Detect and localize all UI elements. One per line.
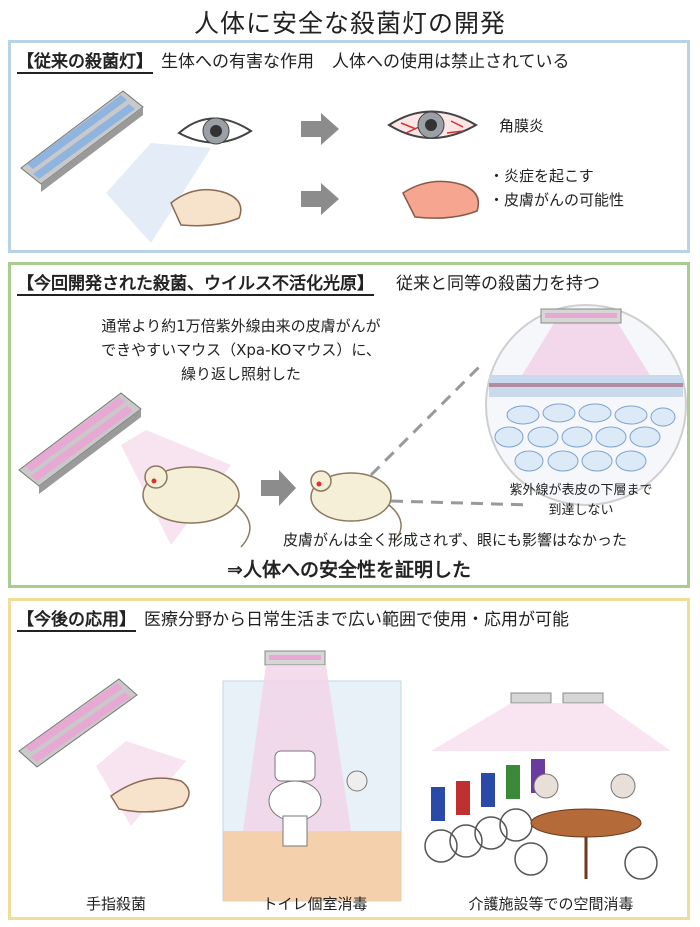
conclusion-text: ⇒人体への安全性を証明した bbox=[227, 559, 471, 581]
care-facility-icon bbox=[424, 692, 671, 880]
healthy-eye-icon bbox=[177, 117, 253, 145]
section-description: 生体への有害な作用 bbox=[161, 52, 314, 72]
healthy-hand-icon bbox=[170, 188, 242, 227]
arrow-right-icon bbox=[301, 183, 339, 215]
skin-cross-section-icon bbox=[485, 304, 687, 506]
hands-icon bbox=[109, 777, 190, 813]
arrow-right-icon bbox=[301, 113, 339, 145]
section-description: 従来と同等の殺菌力を持つ bbox=[396, 274, 600, 294]
section-tag: 【従来の殺菌灯】 bbox=[17, 52, 153, 74]
result-text: 皮膚がんは全く形成されず、眼にも影響はなかった bbox=[283, 531, 627, 549]
applications-illustration bbox=[18, 650, 671, 902]
uv-lamp-pink-icon bbox=[18, 678, 138, 768]
section-description: 医療分野から日常生活まで広い範囲で使用・応用が可能 bbox=[144, 610, 569, 630]
skin-note-line: 紫外線が表皮の下層まで bbox=[509, 483, 653, 498]
conventional-lamp-section: 【従来の殺菌灯】生体への有害な作用人体への使用は禁止されている 角膜炎 ・炎症を… bbox=[8, 40, 690, 253]
application-caption: トイレ個室消毒 bbox=[262, 895, 368, 913]
arrow-right-icon bbox=[261, 470, 296, 506]
experiment-text-line: 通常より約1万倍紫外線由来の皮膚がんが bbox=[101, 317, 381, 335]
inflamed-eye-icon bbox=[387, 110, 478, 139]
conventional-lamp-illustration bbox=[20, 90, 480, 243]
uv-light-beam bbox=[106, 143, 211, 243]
page-title: 人体に安全な殺菌灯の開発 bbox=[193, 9, 506, 38]
section-tag: 【今後の応用】 bbox=[17, 610, 136, 632]
skin-note-line: 到達しない bbox=[548, 503, 614, 518]
future-applications-section: 【今後の応用】医療分野から日常生活まで広い範囲で使用・応用が可能 手指殺菌 トイ… bbox=[8, 598, 690, 920]
new-lamp-illustration bbox=[18, 304, 687, 548]
experiment-text-line: 繰り返し照射した bbox=[180, 365, 301, 383]
mouse-icon bbox=[310, 470, 402, 544]
mouse-icon bbox=[142, 465, 251, 548]
section-tag: 【今回開発された殺菌、ウイルス不活化光原】 bbox=[17, 274, 374, 296]
eye-effect-label: 角膜炎 bbox=[499, 117, 545, 135]
application-caption: 手指殺菌 bbox=[85, 895, 146, 913]
inflamed-hand-icon bbox=[402, 180, 480, 219]
new-lamp-section: 【今回開発された殺菌、ウイルス不活化光原】 従来と同等の殺菌力を持つ 通常より約1… bbox=[8, 262, 690, 588]
skin-effect-item: ・皮膚がんの可能性 bbox=[489, 191, 625, 209]
application-caption: 介護施設等での空間消毒 bbox=[468, 895, 634, 913]
uv-lamp-pink-icon bbox=[18, 392, 142, 494]
experiment-text-line: できやすいマウス（Xpa-KOマウス）に、 bbox=[101, 341, 381, 359]
uv-lamp-blue-icon bbox=[20, 90, 144, 192]
toilet-booth-icon bbox=[222, 650, 402, 902]
skin-effect-item: ・炎症を起こす bbox=[489, 167, 594, 185]
section-description: 人体への使用は禁止されている bbox=[332, 52, 570, 72]
